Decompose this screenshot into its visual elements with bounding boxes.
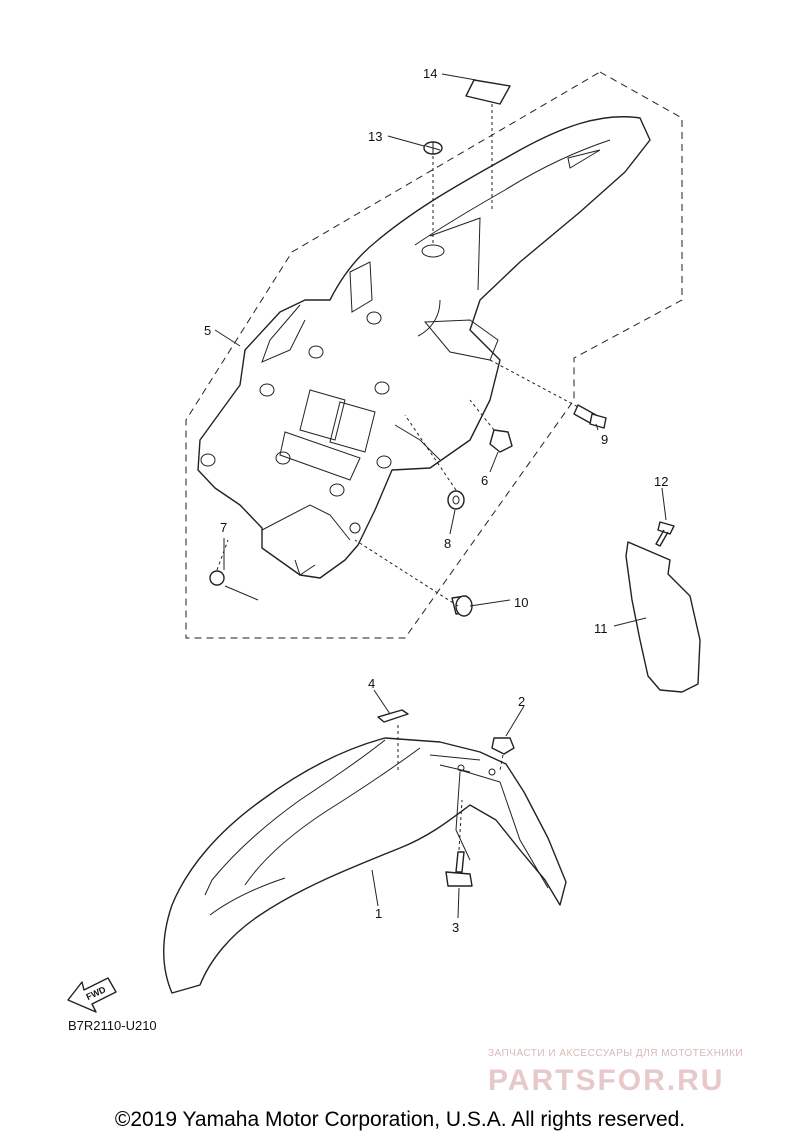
rear-fender (197, 116, 651, 579)
callout-10: 10 (514, 595, 528, 610)
bolt-part-10 (451, 595, 473, 617)
front-fender (163, 737, 567, 994)
callout-7: 7 (220, 520, 227, 535)
callout-13: 13 (368, 129, 382, 144)
callout-6: 6 (481, 473, 488, 488)
assembly-boundary (185, 71, 683, 639)
drawing-code: B7R2110-U210 (68, 1018, 157, 1033)
callout-4: 4 (368, 676, 375, 691)
callout-1: 1 (375, 906, 382, 921)
alignment-lines (216, 104, 581, 851)
watermark-tagline: ЗАПЧАСТИ И АКСЕССУАРЫ ДЛЯ МОТОТЕХНИКИ (488, 1048, 743, 1059)
label-part-14 (465, 79, 511, 105)
callout-11: 11 (594, 621, 608, 636)
callout-14: 14 (423, 66, 437, 81)
copyright-footer: ©2019 Yamaha Motor Corporation, U.S.A. A… (115, 1108, 685, 1131)
bolt-part-3 (445, 851, 473, 887)
callout-3: 3 (452, 920, 459, 935)
nut-part-6 (489, 429, 513, 453)
callout-5: 5 (204, 323, 211, 338)
clip-part-13 (423, 141, 443, 155)
nut-part-2 (491, 737, 515, 755)
fwd-arrow-icon: FWD (67, 977, 117, 1013)
leader-lines (214, 73, 667, 919)
watermark-logo: PARTSFOR.RU (488, 1064, 724, 1097)
bolt-part-9 (573, 404, 607, 429)
callout-8: 8 (444, 536, 451, 551)
label-part-4 (377, 709, 409, 723)
callout-12: 12 (654, 474, 668, 489)
callout-2: 2 (518, 694, 525, 709)
mud-flap-part-11 (625, 541, 701, 693)
screw-part-12 (655, 521, 675, 547)
grommet-part-8 (447, 490, 465, 510)
grommet-part-7 (209, 570, 225, 586)
callout-9: 9 (601, 432, 608, 447)
